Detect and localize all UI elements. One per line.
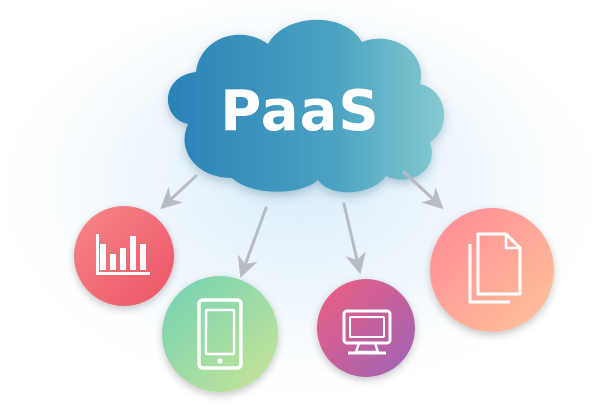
cloud-label: PaaS xyxy=(220,79,379,144)
arrow-to-monitor xyxy=(342,202,366,275)
arrow-to-chart xyxy=(160,174,198,210)
arrow-to-tablet xyxy=(237,206,268,278)
documents-icon xyxy=(468,232,522,304)
bar-chart-icon xyxy=(96,234,150,275)
paas-cloud xyxy=(167,19,445,193)
arrows xyxy=(160,170,444,278)
arrow-to-documents xyxy=(402,170,444,210)
monitor-icon xyxy=(342,309,392,355)
tablet-node xyxy=(162,276,278,392)
monitor-node xyxy=(317,279,415,377)
tablet-icon xyxy=(197,298,243,370)
documents-node xyxy=(430,208,554,332)
